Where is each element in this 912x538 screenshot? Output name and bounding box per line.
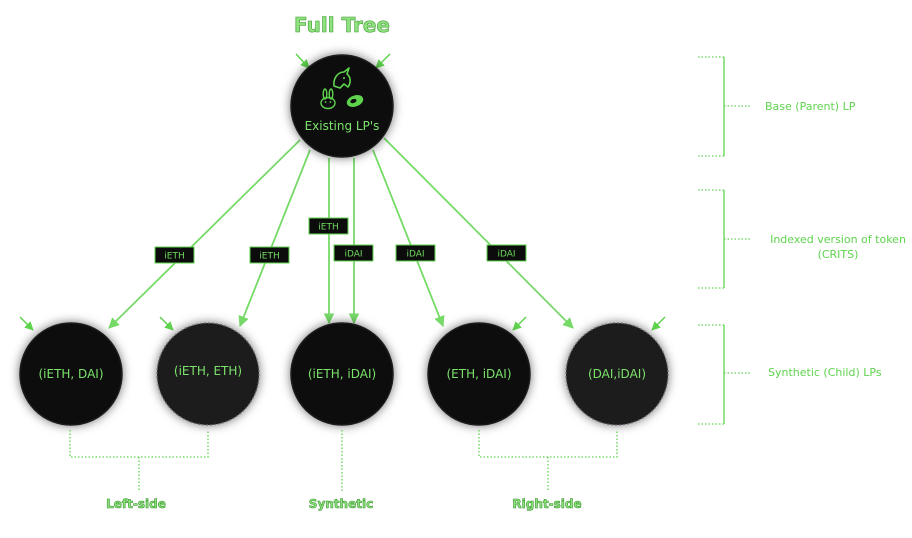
token-tag-idai-2: iDAI xyxy=(395,244,436,262)
root-incoming-arrow-right xyxy=(375,53,391,69)
token-tag-ieth-1: iETH xyxy=(154,246,195,264)
child-node-2-label: (iETH, ETH) xyxy=(174,364,242,378)
token-tag-ieth-1-label: iETH xyxy=(164,252,184,262)
edge-root-to-child-2 xyxy=(238,149,311,328)
left-group-bracket xyxy=(69,430,209,458)
root-incoming-arrow-left xyxy=(295,53,310,69)
sushi-icon xyxy=(346,95,364,107)
right-group-bracket xyxy=(478,430,618,458)
root-node xyxy=(290,54,394,158)
unicorn-icon xyxy=(333,67,351,89)
child-node-4-label: (ETH, iDAI) xyxy=(446,367,511,381)
child-node-3 xyxy=(290,322,394,426)
legend-indexed-label-line2: (CRITS) xyxy=(818,248,859,261)
legend-synthetic-label: Synthetic (Child) LPs xyxy=(768,366,882,379)
child-node-5 xyxy=(565,322,669,426)
token-tag-idai-3-label: iDAI xyxy=(497,250,515,260)
token-tag-idai-1: iDAI xyxy=(333,244,374,262)
diagram-title: Full Tree xyxy=(294,13,390,37)
root-node-label: Existing LP's xyxy=(305,119,380,133)
right-group-label: Right-side xyxy=(512,497,581,511)
token-tag-ieth-3: iETH xyxy=(308,217,349,235)
edge-root-to-child-1 xyxy=(108,139,301,329)
child-node-3-label: (iETH, iDAI) xyxy=(308,367,376,381)
child-node-1 xyxy=(19,322,123,426)
bunny-icon xyxy=(320,88,336,110)
child-5-incoming-arrow xyxy=(651,316,666,331)
token-tag-ieth-2-label: iETH xyxy=(259,252,279,262)
child-node-4 xyxy=(427,322,531,426)
child-node-1-label: (iETH, DAI) xyxy=(38,367,103,381)
left-group-label: Left-side xyxy=(106,497,166,511)
child-1-incoming-arrow xyxy=(19,316,34,331)
token-tag-idai-1-label: iDAI xyxy=(344,250,362,260)
center-group-label: Synthetic xyxy=(309,497,373,511)
child-2-incoming-arrow xyxy=(159,316,174,331)
token-tag-ieth-3-label: iETH xyxy=(318,223,338,233)
child-4-incoming-arrow xyxy=(512,316,527,331)
child-node-2 xyxy=(156,322,260,426)
token-tag-idai-2-label: iDAI xyxy=(406,250,424,260)
legend-indexed-label-line1: Indexed version of token xyxy=(770,233,906,246)
edge-root-to-child-4 xyxy=(372,149,445,328)
legend-base-label: Base (Parent) LP xyxy=(765,100,856,113)
token-tag-ieth-2: iETH xyxy=(249,246,290,264)
token-tag-idai-3: iDAI xyxy=(486,244,527,262)
edge-root-to-child-5 xyxy=(383,137,574,329)
child-node-5-label: (DAI,iDAI) xyxy=(588,367,646,381)
